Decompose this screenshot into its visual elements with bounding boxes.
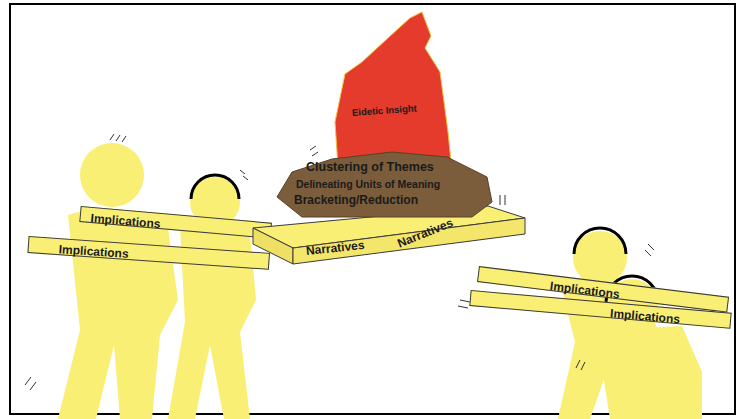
theme-mound: Clustering of ThemesDelineating Units of… [272,147,497,222]
node-label: Clustering of Themes [306,161,434,174]
node-label: Delineating Units of Meaning [296,179,440,190]
carrier-hair [574,228,626,254]
theme-mound-fill [277,152,492,217]
motion-lines [25,30,654,390]
carrier-body [596,326,702,419]
carrier-head [573,231,627,285]
carrier-hair [191,175,239,199]
carrier-head [80,143,144,207]
node-label: Bracketing/Reduction [294,194,418,206]
